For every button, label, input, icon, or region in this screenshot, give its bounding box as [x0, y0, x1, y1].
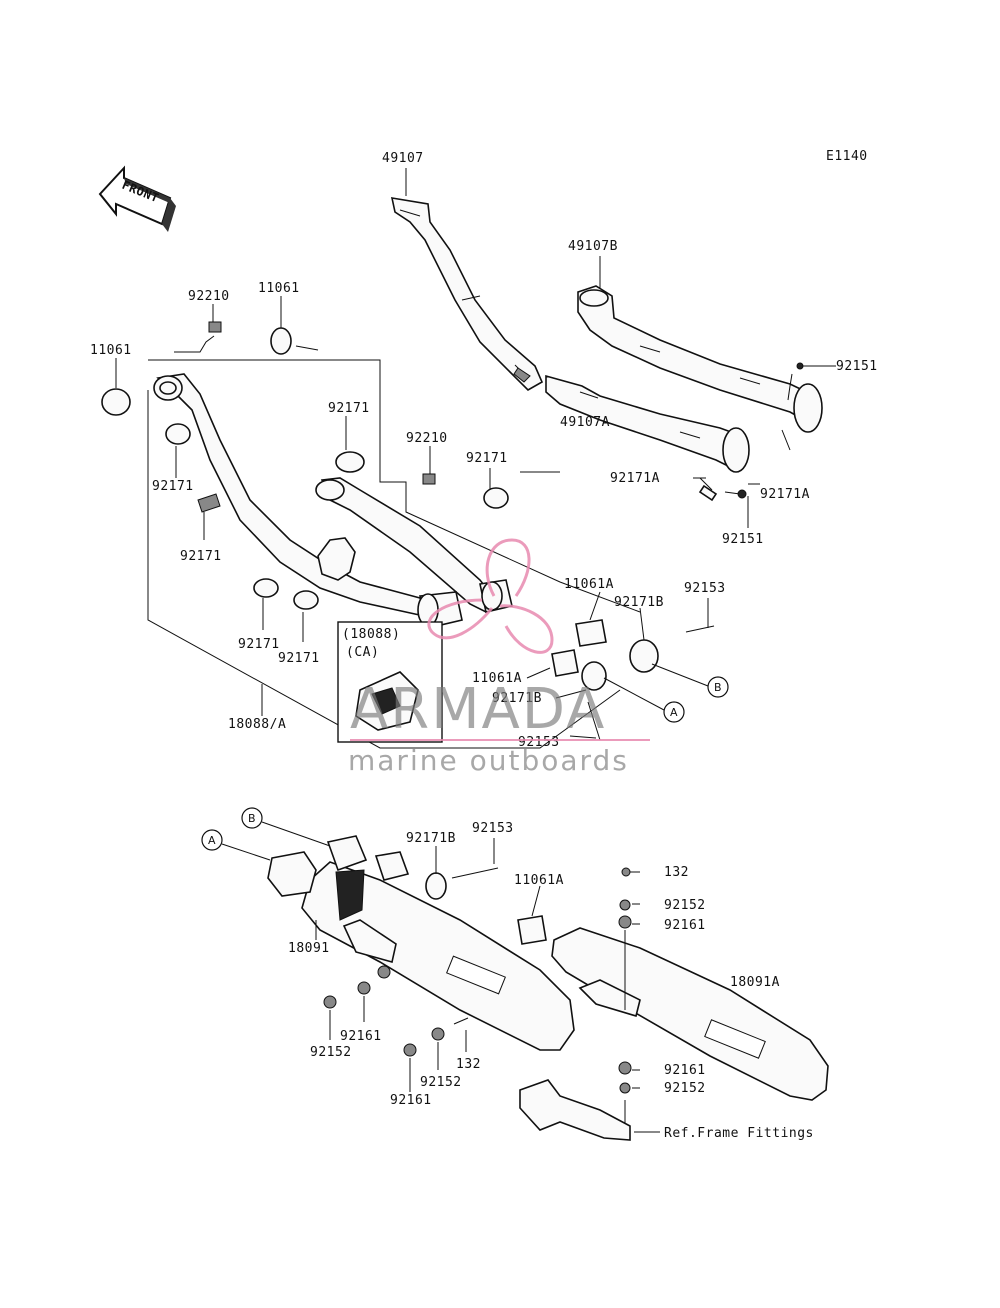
label-49107b: 49107B: [568, 239, 618, 254]
watermark-brand: ARMADA: [350, 677, 606, 742]
label-49107a: 49107A: [560, 415, 610, 430]
label-92161-1: 92161: [664, 918, 706, 933]
callout-b-lower: B: [241, 807, 263, 829]
label-92152-4: 92152: [664, 1081, 706, 1096]
heat-shield-49107a: [545, 374, 750, 473]
clamps-92171: [165, 423, 509, 610]
label-92152-1: 92152: [664, 898, 706, 913]
label-92210-top: 92210: [188, 289, 230, 304]
label-11061-left: 11061: [90, 343, 132, 358]
svg-text:B: B: [248, 812, 256, 825]
label-11061a-2: 11061A: [472, 671, 522, 686]
frame-fitting: [519, 1079, 631, 1141]
watermark-tagline: marine outboards: [348, 744, 629, 777]
label-11061-top: 11061: [258, 281, 300, 296]
diagram-code: E1140: [826, 149, 868, 164]
label-92152-2: 92152: [310, 1045, 352, 1060]
label-11061a-1: 11061A: [564, 577, 614, 592]
propeller-logo-icon: [427, 538, 554, 654]
clamp-92171b-3: [425, 872, 447, 900]
label-92152-3: 92152: [420, 1075, 462, 1090]
label-92171-1: 92171: [328, 401, 370, 416]
inset-line1: (18088): [342, 627, 400, 642]
heat-shield-49107b: [577, 285, 823, 433]
muffler-18091: [267, 835, 575, 1051]
clamp-92171b-2: [581, 661, 607, 691]
label-92161-3: 92161: [390, 1093, 432, 1108]
inset-line2: (CA): [346, 645, 379, 660]
gasket-11061-top: [270, 327, 292, 355]
gasket-11061-left: [101, 388, 131, 416]
label-132-2: 132: [456, 1057, 481, 1072]
label-18091: 18091: [288, 941, 330, 956]
label-92153-3: 92153: [472, 821, 514, 836]
screw-92151-bottom: [737, 489, 747, 499]
label-49107: 49107: [382, 151, 424, 166]
label-92171a-left: 92171A: [610, 471, 660, 486]
callout-a-upper: A: [663, 701, 685, 723]
label-92171-6: 92171: [278, 651, 320, 666]
label-92171-4: 92171: [180, 549, 222, 564]
nut-92210-mid: [422, 473, 436, 485]
label-11061a-3: 11061A: [514, 873, 564, 888]
label-92171b-1: 92171B: [614, 595, 664, 610]
label-92151-bottom: 92151: [722, 532, 764, 547]
label-92171-3: 92171: [152, 479, 194, 494]
heat-shield-49107: [390, 197, 544, 391]
collar-11061a-2: [551, 649, 579, 677]
label-ref-frame-fittings: Ref.Frame Fittings: [664, 1126, 814, 1141]
label-92161-4: 92161: [664, 1063, 706, 1078]
svg-text:B: B: [714, 681, 722, 694]
collar-11061a-3: [517, 915, 547, 945]
nut-92210-top: [208, 321, 222, 333]
label-92161-2: 92161: [340, 1029, 382, 1044]
label-92171-5: 92171: [238, 637, 280, 652]
label-18088a: 18088/A: [228, 717, 286, 732]
label-92153-2: 92153: [518, 735, 560, 750]
label-92151-top: 92151: [836, 359, 878, 374]
label-92171a-right: 92171A: [760, 487, 810, 502]
callout-a-lower: A: [201, 829, 223, 851]
front-arrow-icon: FRONT: [98, 165, 176, 232]
callout-b-upper: B: [707, 676, 729, 698]
label-92171-2: 92171: [466, 451, 508, 466]
label-92171b-2: 92171B: [492, 691, 542, 706]
svg-text:A: A: [208, 834, 216, 847]
label-92171b-3: 92171B: [406, 831, 456, 846]
exhaust-pipe-18088: [153, 373, 513, 629]
label-92210-mid: 92210: [406, 431, 448, 446]
label-132-1: 132: [664, 865, 689, 880]
collar-11061a-1: [575, 619, 607, 647]
clamp-92171b-1: [629, 639, 659, 673]
watermark: ARMADA marine outboards: [348, 538, 650, 777]
label-92153-1: 92153: [684, 581, 726, 596]
svg-text:A: A: [670, 706, 678, 719]
label-18091a: 18091A: [730, 975, 780, 990]
